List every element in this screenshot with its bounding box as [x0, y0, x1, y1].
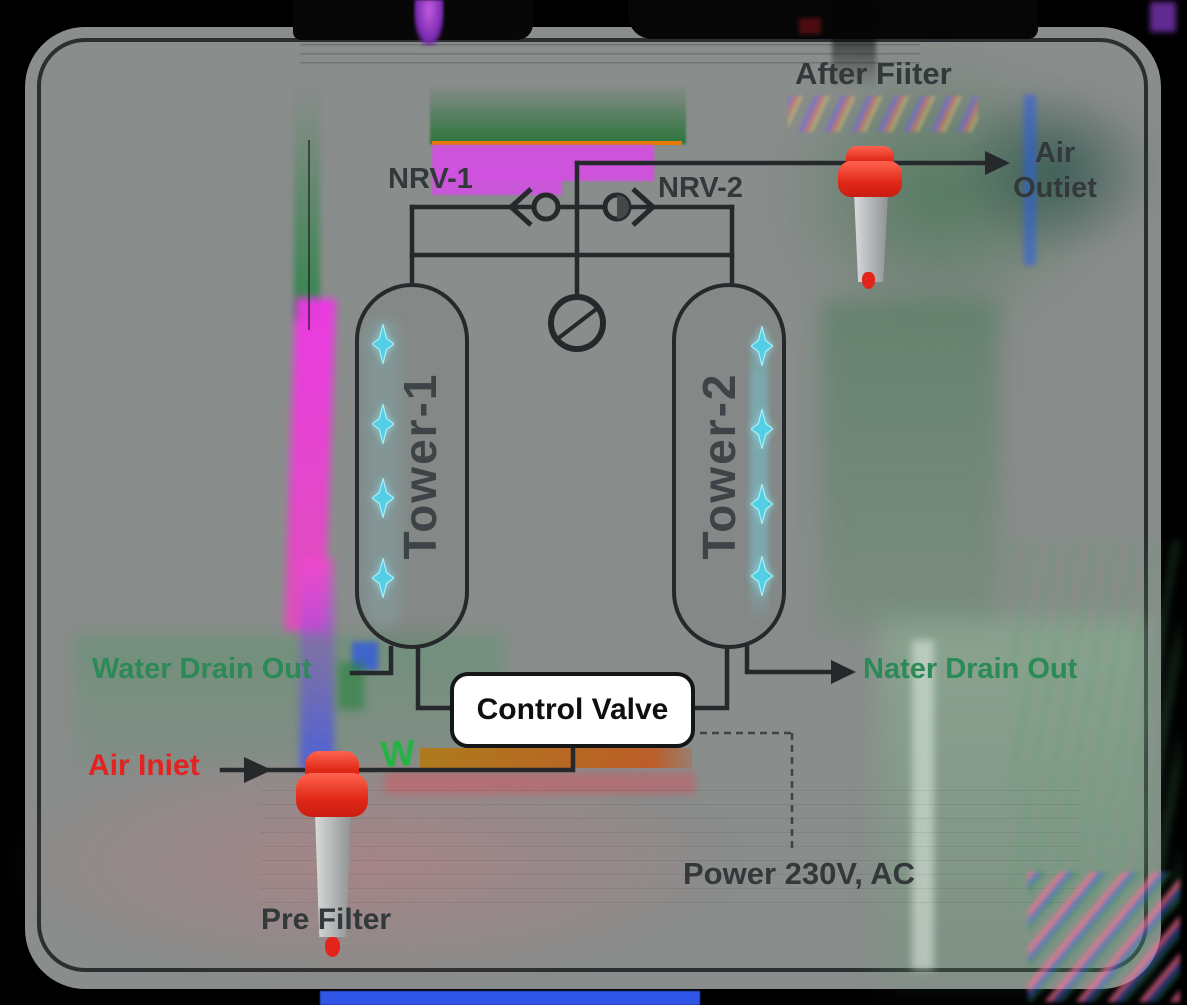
- air-outlet-line1: Air: [1034, 137, 1076, 169]
- inlet-pipe: [219, 745, 576, 773]
- after-filter-label: After Fiiter: [795, 56, 952, 91]
- pre-filter-body: [315, 813, 351, 937]
- after-filter-unit: [838, 146, 902, 296]
- air-outlet-arrow-icon: [985, 151, 1010, 175]
- tower-2-glow: [750, 323, 768, 623]
- nrv-2-valve-icon: [602, 187, 657, 227]
- after-filter-cap-icon: [838, 161, 902, 197]
- sparkle-icon: [372, 558, 394, 598]
- sparkle-icon: [372, 404, 394, 444]
- tower1-valve-pipe: [415, 645, 453, 711]
- power-dashed-line: [700, 731, 794, 851]
- water-drain-out-left-label: Water Drain Out: [92, 653, 312, 685]
- tower1-drain-pipe: [349, 645, 394, 676]
- pressure-gauge-icon: [548, 294, 606, 352]
- pre-filter-cap-icon: [296, 773, 368, 817]
- sparkle-icon: [372, 324, 394, 364]
- sparkle-icon: [751, 326, 773, 366]
- air-outlet-line2: Outiet: [1013, 172, 1097, 204]
- panel-border: [37, 38, 1148, 972]
- sparkle-icon: [751, 556, 773, 596]
- tower2-valve-pipe: [692, 645, 730, 711]
- air-inlet-label: Air Iniet: [88, 749, 200, 782]
- tower-1: Tower-1: [355, 283, 469, 649]
- nrv-1-label: NRV-1: [388, 163, 473, 195]
- power-label: Power 230V, AC: [683, 856, 916, 891]
- nrv-2-label: NRV-2: [658, 172, 743, 204]
- after-filter-drain-icon: [862, 272, 875, 289]
- sparkle-icon: [751, 409, 773, 449]
- control-valve[interactable]: Control Valve: [450, 672, 695, 748]
- air-inlet-arrow-icon: [244, 757, 272, 783]
- tower-1-label: Tower-1: [394, 372, 447, 560]
- pre-filter-unit: [296, 751, 370, 959]
- air-outlet-label: Air Outiet: [995, 136, 1115, 206]
- tower-2: Tower-2: [672, 283, 786, 649]
- after-filter-body: [854, 192, 888, 282]
- pre-filter-label: Pre Filter: [261, 903, 392, 936]
- nrv-1-valve-icon: [507, 187, 561, 227]
- tower-2-label: Tower-2: [693, 372, 746, 560]
- control-valve-label: Control Valve: [476, 693, 669, 726]
- tower2-drain-pipe: [744, 642, 834, 675]
- water-drain-out-right-label: Nater Drain Out: [863, 653, 1078, 685]
- drain-arrow-icon: [831, 660, 856, 684]
- pre-filter-drain-icon: [325, 937, 340, 957]
- sparkle-icon: [751, 484, 773, 524]
- sparkle-icon: [372, 478, 394, 518]
